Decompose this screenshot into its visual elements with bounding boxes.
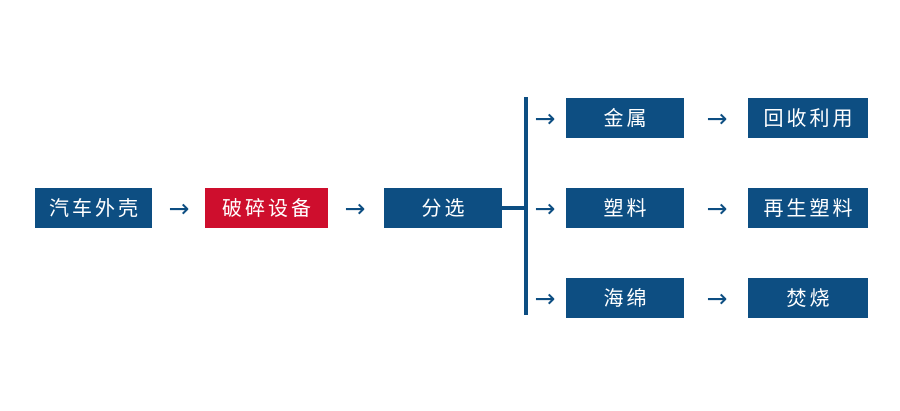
- node-metal[interactable]: 金属: [566, 98, 684, 138]
- arrow-right-icon-bus-to-plastic: →: [534, 193, 556, 223]
- arrow-right-icon-metal-to-recycling: →: [706, 103, 728, 133]
- node-input-car-shell[interactable]: 汽车外壳: [35, 188, 152, 228]
- node-sponge[interactable]: 海绵: [566, 278, 684, 318]
- node-sorting[interactable]: 分选: [384, 188, 502, 228]
- arrow-right-icon-crusher-to-sorting: →: [344, 193, 366, 223]
- node-crusher-equipment[interactable]: 破碎设备: [205, 188, 328, 228]
- connector-vertical-bus: [524, 97, 528, 315]
- node-plastic-output-regenerated[interactable]: 再生塑料: [748, 188, 868, 228]
- arrow-right-icon-input-to-crusher: →: [168, 193, 190, 223]
- node-plastic[interactable]: 塑料: [566, 188, 684, 228]
- node-metal-output-recycling[interactable]: 回收利用: [748, 98, 868, 138]
- arrow-right-icon-bus-to-metal: →: [534, 103, 556, 133]
- arrow-right-icon-plastic-to-regenerated: →: [706, 193, 728, 223]
- connector-sorting-to-bus: [502, 206, 528, 210]
- arrow-right-icon-sponge-to-incineration: →: [706, 283, 728, 313]
- arrow-right-icon-bus-to-sponge: →: [534, 283, 556, 313]
- node-sponge-output-incineration[interactable]: 焚烧: [748, 278, 868, 318]
